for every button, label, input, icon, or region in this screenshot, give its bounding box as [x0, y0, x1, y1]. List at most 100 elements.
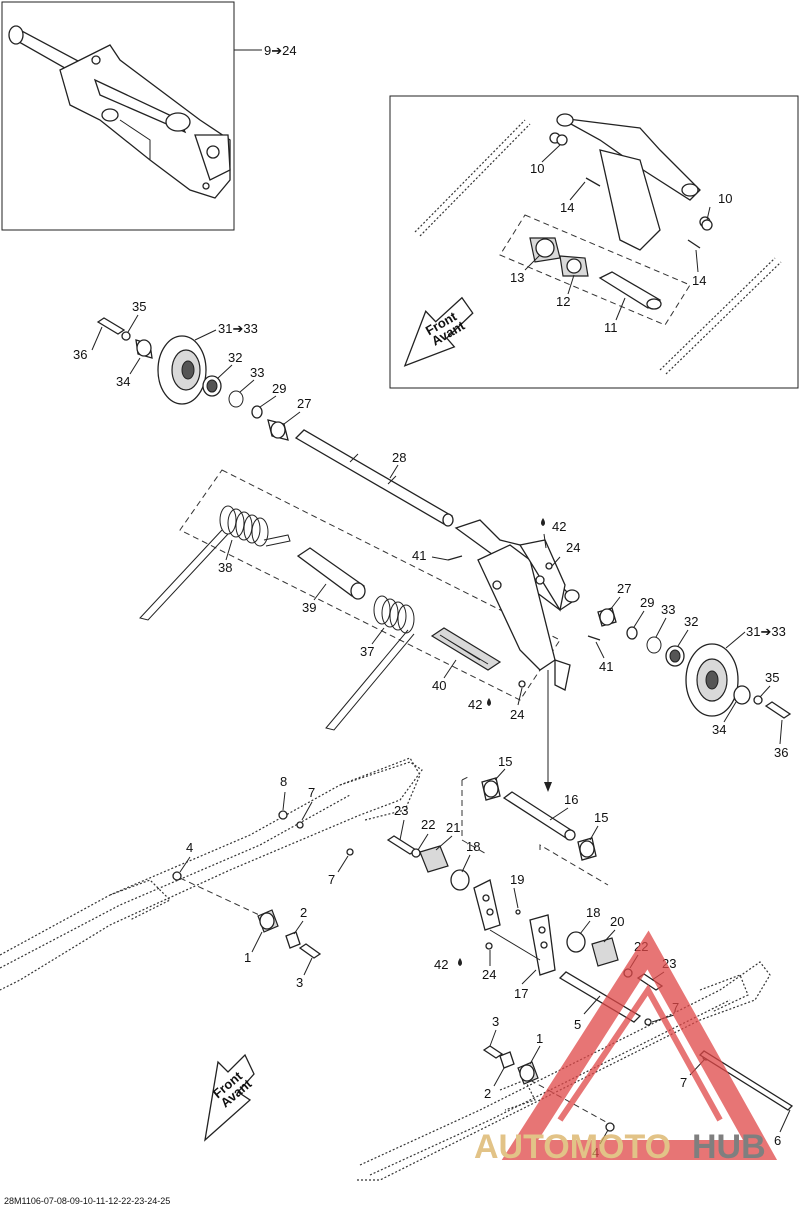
- callout-24b: 24: [510, 707, 524, 722]
- bolt-3a: [298, 943, 322, 959]
- callout-14a: 14: [560, 200, 574, 215]
- spring-38: [139, 505, 291, 621]
- callout-39: 39: [302, 600, 316, 615]
- nut-4a: [172, 871, 182, 881]
- callout-3a: 3: [296, 975, 303, 990]
- callout-42b: 42: [468, 697, 482, 712]
- callout-19: 19: [510, 872, 524, 887]
- callout-33a: 33: [250, 365, 264, 380]
- callout-15b: 15: [594, 810, 608, 825]
- bushing-15b: [577, 837, 597, 861]
- bolt-3b: [482, 1045, 504, 1059]
- washer-35a: [121, 331, 131, 341]
- bolt-41a: [447, 555, 463, 561]
- bushing-27a: [267, 419, 289, 441]
- callout-20: 20: [610, 914, 624, 929]
- callout-12: 12: [556, 294, 570, 309]
- bracket-17: [473, 879, 556, 976]
- nut-4b: [605, 1122, 615, 1132]
- callout-31a: 31➔33: [218, 321, 258, 336]
- bolt-41b: [587, 635, 601, 641]
- grease-fitting-24a: [545, 562, 553, 570]
- callout-1a: 1: [244, 950, 251, 965]
- bushing-18b: [566, 931, 586, 953]
- callout-34a: 34: [116, 374, 130, 389]
- fitting-19: [515, 909, 521, 915]
- callout-22a: 22: [421, 817, 435, 832]
- figure-code: 28M1106-07-08-09-10-11-12-22-23-24-25: [4, 1196, 171, 1206]
- spacer-2b: [499, 1051, 515, 1069]
- callout-21: 21: [446, 820, 460, 835]
- left-rail: [0, 757, 423, 991]
- callout-4a: 4: [186, 840, 193, 855]
- callout-34b: 34: [712, 722, 726, 737]
- callout-29b: 29: [640, 595, 654, 610]
- callout-38: 38: [218, 560, 232, 575]
- spring-group-outline: [179, 469, 561, 701]
- callout-18b: 18: [586, 905, 600, 920]
- callout-33b: 33: [661, 602, 675, 617]
- spacer-2a: [285, 931, 301, 949]
- callout-16: 16: [564, 792, 578, 807]
- callout-17: 17: [514, 986, 528, 1001]
- tube-16: [502, 791, 576, 841]
- dash-group-15-right: [539, 844, 609, 886]
- detail-box-top-right: [389, 95, 799, 389]
- nut-8: [278, 810, 288, 820]
- callout-8: 8: [280, 774, 287, 789]
- fitting-24c: [485, 942, 493, 950]
- callout-35a: 35: [132, 299, 146, 314]
- spacer-34b: [733, 685, 751, 705]
- nut-10b: [701, 219, 713, 231]
- callout-42a: 42: [552, 519, 566, 534]
- callout-23a: 23: [394, 803, 408, 818]
- bumper-40: [430, 627, 502, 671]
- block-21: [419, 845, 449, 873]
- callout-10b: 10: [718, 191, 732, 206]
- shaft-28: [294, 429, 454, 527]
- callout-15a: 15: [498, 754, 512, 769]
- bolt-14a: [585, 177, 601, 187]
- callout-42c: 42: [434, 957, 448, 972]
- callout-35b: 35: [765, 670, 779, 685]
- callout-7a: 7: [308, 785, 315, 800]
- spring-37: [325, 595, 415, 731]
- callout-13: 13: [510, 270, 524, 285]
- bolt-14b: [687, 239, 701, 249]
- watermark-text-1: AUTOMOTO: [474, 1128, 671, 1166]
- callout-40: 40: [432, 678, 446, 693]
- inset-rods-assembly: [414, 113, 782, 375]
- front-arrow-icon-bottom: Front Avant: [204, 1053, 255, 1142]
- watermark-logo: AUTOMOTO HUB: [474, 930, 778, 1166]
- nut-10a: [556, 134, 568, 146]
- bushing-15a: [481, 777, 501, 801]
- callout-32a: 32: [228, 350, 242, 365]
- watermark-text-2: HUB: [692, 1128, 766, 1166]
- callout-24c: 24: [482, 967, 496, 982]
- ring-33b: [646, 636, 662, 654]
- callout-24a: 24: [566, 540, 580, 555]
- callout-2b: 2: [484, 1086, 491, 1101]
- callout-3b: 3: [492, 1014, 499, 1029]
- callout-36b: 36: [774, 745, 788, 760]
- bolt-36a: [96, 317, 126, 335]
- wheel-31a: [157, 335, 207, 405]
- callout-37: 37: [360, 644, 374, 659]
- bushing-27b: [597, 607, 617, 627]
- part-13-bushing: [529, 237, 561, 263]
- callout-11: 11: [604, 320, 618, 335]
- drop-icon-42c: [458, 958, 462, 966]
- callout-32b: 32: [684, 614, 698, 629]
- bearing-32b: [665, 645, 685, 667]
- callout-27b: 27: [617, 581, 631, 596]
- block-1b: [517, 1061, 539, 1085]
- washer-35b: [753, 695, 763, 705]
- callout-41a: 41: [412, 548, 426, 563]
- bushing-18a: [450, 869, 470, 891]
- callout-14b: 14: [692, 273, 706, 288]
- callout-5: 5: [574, 1017, 581, 1032]
- washer-7a: [296, 821, 304, 829]
- callout-2a: 2: [300, 905, 307, 920]
- spacer-34a: [135, 339, 153, 359]
